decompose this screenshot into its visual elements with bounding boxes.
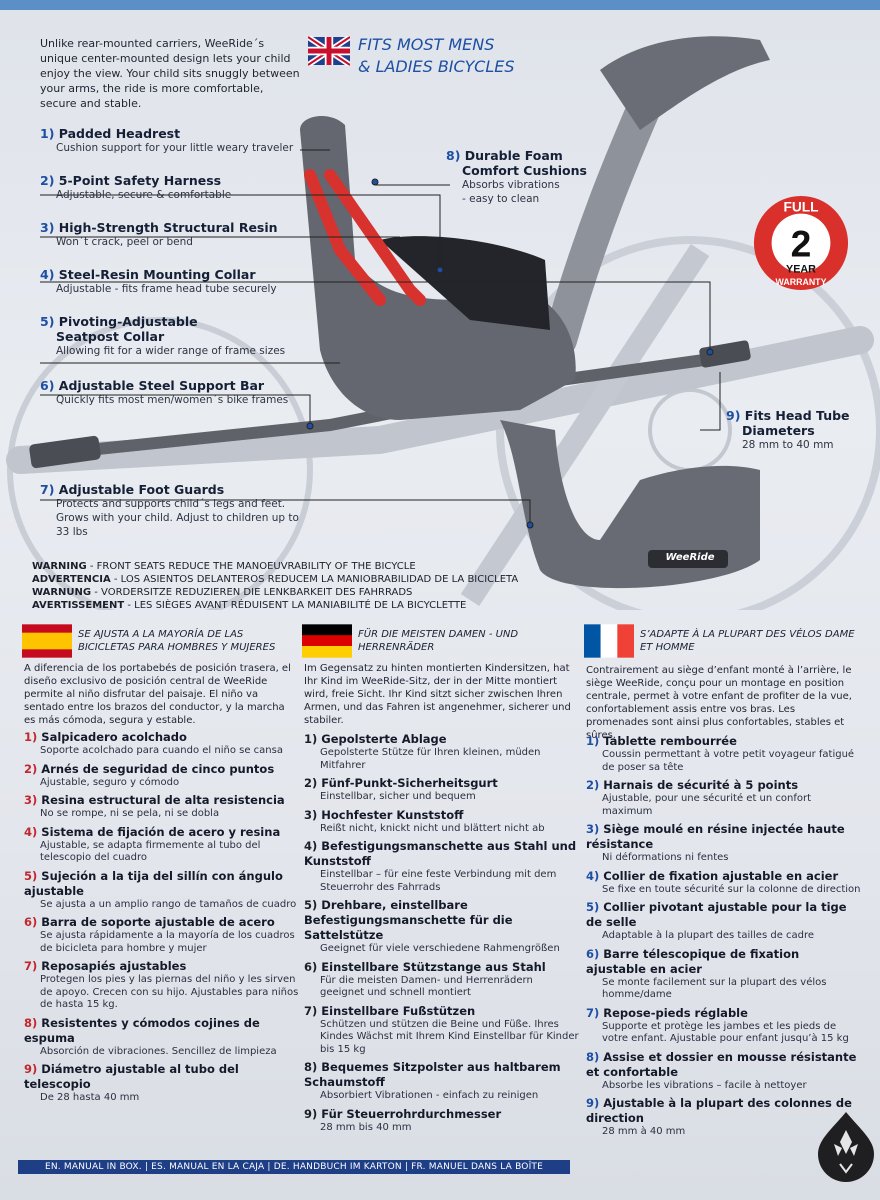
warranty-label: WARRANTY: [776, 277, 827, 287]
germany-flag-icon: [302, 624, 352, 658]
fr-item-4: 4) Collier de fixation ajustable en acie…: [586, 868, 861, 895]
es-item-9: 9) Diámetro ajustable al tubo del telesc…: [24, 1062, 239, 1103]
fits-line-2: & LADIES BICYCLES: [358, 57, 515, 76]
feature-5-desc: Allowing fit for a wider range of frame …: [56, 345, 286, 357]
warning-de: WARNUNG - VORDERSITZE REDUZIEREN DIE LEN…: [32, 587, 413, 598]
french-title: S’ADAPTE À LA PLUPART DES VÉLOS DAME ET …: [640, 629, 855, 653]
german-title: FÜR DIE MEISTEN DAMEN - UND HERRENRÄDER: [358, 629, 519, 653]
warning-fr: AVERTISSEMENT - LES SIÈGES AVANT RÉDUISE…: [32, 600, 467, 611]
intro-text: Unlike rear-mounted carriers, WeeRide´s …: [40, 37, 300, 110]
feature-6-title: Adjustable Steel Support Bar: [58, 378, 265, 393]
feature-9-title-2: Diameters: [742, 423, 815, 438]
feature-3-desc: Won´t crack, peel or bend: [56, 236, 193, 248]
de-item-5: 5) Drehbare, einstellbare Befestigungsma…: [304, 898, 560, 954]
warnings-block: WARNING - FRONT SEATS REDUCE THE MANOEUV…: [32, 560, 552, 612]
feature-9-title: Fits Head Tube: [744, 408, 850, 423]
fr-item-6: 6) Barre télescopique de fixation ajusta…: [586, 946, 827, 1001]
feature-2-title: 5-Point Safety Harness: [58, 173, 222, 188]
fr-item-9: 9) Ajustable à la plupart des colonnes d…: [586, 1096, 852, 1137]
brand-label: WeeRide: [665, 552, 715, 563]
feature-4: 4) Steel-Resin Mounting Collar Adjustabl…: [40, 267, 277, 295]
feature-3: 3) High-Strength Structural Resin Won´t …: [40, 220, 278, 248]
de-item-8: 8) Bequemes Sitzpolster aus haltbarem Sc…: [304, 1060, 561, 1101]
feature-1-desc: Cushion support for your little weary tr…: [56, 142, 294, 154]
headrest-pad-shape: [600, 36, 770, 130]
french-intro: Contrairement au siège d’enfant monté à …: [586, 665, 852, 741]
german-intro: Im Gegensatz zu hinten montierten Kinder…: [304, 663, 571, 726]
feature-6-desc: Quickly fits most men/women´s bike frame…: [56, 394, 289, 406]
warning-es: ADVERTENCIA - LOS ASIENTOS DELANTEROS RE…: [32, 574, 519, 585]
de-item-4: 4) Befestigungsmanschette aus Stahl und …: [304, 839, 577, 893]
fr-item-8: 8) Assise et dossier en mousse résistant…: [586, 1049, 857, 1091]
feature-5: 5) Pivoting-Adjustable Seatpost Collar A…: [40, 314, 286, 357]
harness-straps-shape: [304, 169, 426, 306]
brand-logo-icon: [818, 1112, 874, 1182]
feature-6: 6) Adjustable Steel Support Bar Quickly …: [40, 378, 289, 406]
spanish-intro: A diferencia de los portabebés de posici…: [24, 663, 291, 726]
spain-flag-icon: [22, 624, 72, 658]
feature-7: 7) Adjustable Foot Guards Protects and s…: [40, 482, 299, 538]
fr-item-5: 5) Collier pivotant ajustable pour la ti…: [586, 900, 847, 941]
feature-4-title: Steel-Resin Mounting Collar: [58, 267, 256, 282]
feature-5-title-2: Seatpost Collar: [56, 329, 165, 344]
feature-7-title: Adjustable Foot Guards: [58, 482, 225, 497]
feature-1: 1) Padded Headrest Cushion support for y…: [40, 126, 294, 154]
feature-8: 8) Durable Foam Comfort Cushions Absorbs…: [446, 148, 587, 205]
feature-9-desc: 28 mm to 40 mm: [742, 439, 834, 451]
manual-footer-bar: EN. MANUAL IN BOX. | ES. MANUAL EN LA CA…: [18, 1160, 570, 1174]
warranty-badge: FULL 2 YEAR WARRANTY: [753, 195, 849, 291]
fr-item-3: 3) Siège moulé en résine injectée haute …: [586, 822, 845, 863]
feature-9: 9) Fits Head Tube Diameters 28 mm to 40 …: [726, 408, 866, 452]
spanish-title: SE AJUSTA A LA MAYORÍA DE LAS BICICLETAS…: [78, 629, 276, 653]
es-item-3: 3) Resina estructural de alta resistenci…: [24, 793, 285, 819]
feature-2: 2) 5-Point Safety Harness Adjustable, se…: [40, 173, 232, 201]
warranty-number: 2: [791, 223, 812, 265]
feature-8-desc-1: Absorbs vibrations: [462, 179, 560, 191]
feature-1-title: Padded Headrest: [58, 126, 181, 141]
fits-line-1: FITS MOST MENS: [358, 35, 495, 54]
uk-flag-icon: [308, 36, 350, 66]
es-item-4: 4) Sistema de fijación de acero y resina…: [24, 824, 281, 864]
es-item-8: 8) Resistentes y cómodos cojines de espu…: [24, 1015, 277, 1057]
france-flag-icon: [584, 624, 634, 658]
feature-3-title: High-Strength Structural Resin: [58, 220, 278, 235]
feature-4-desc: Adjustable - fits frame head tube secure…: [56, 283, 277, 295]
es-item-5: 5) Sujeción a la tija del sillín con áng…: [24, 868, 297, 910]
feature-8-desc-2: - easy to clean: [462, 193, 540, 205]
feature-2-desc: Adjustable, secure & comfortable: [56, 189, 232, 201]
warning-en: WARNING - FRONT SEATS REDUCE THE MANOEUV…: [32, 561, 416, 572]
feature-7-desc: Protects and supports child´s legs and f…: [56, 498, 299, 538]
warranty-year: YEAR: [786, 263, 816, 275]
feature-8-title-2: Comfort Cushions: [462, 163, 587, 178]
top-color-band: [0, 0, 880, 10]
warranty-top: FULL: [783, 200, 818, 215]
feature-8-title: Durable Foam: [464, 148, 563, 163]
feature-5-title: Pivoting-Adjustable: [58, 314, 198, 329]
